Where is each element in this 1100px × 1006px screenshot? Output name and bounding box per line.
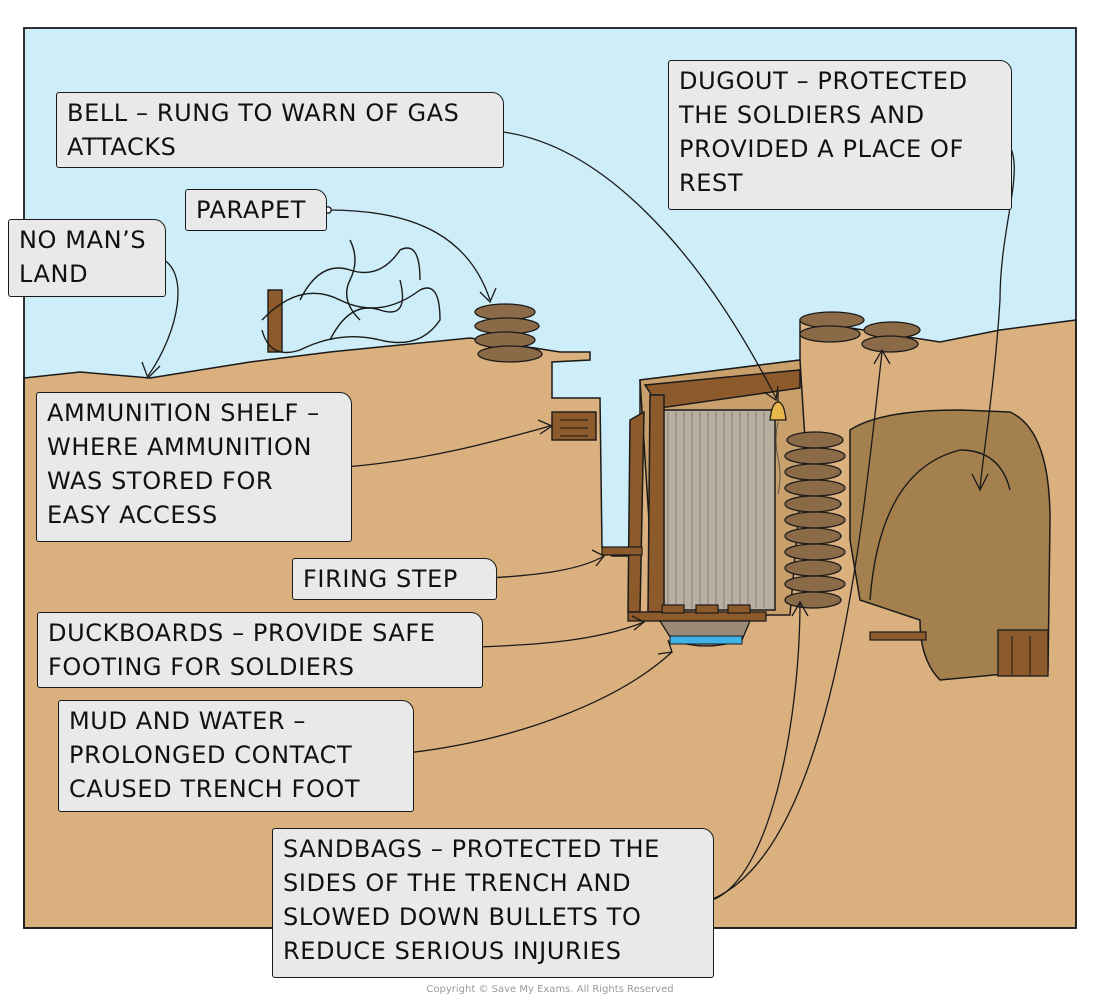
dugout [849, 409, 1051, 681]
ammunition-box [551, 411, 597, 441]
sandbag-wall [784, 431, 846, 609]
label-duckboards-text: DUCKBOARDS – PROVIDE SAFE FOOTING FOR SO… [48, 619, 436, 681]
label-bell: BELL – RUNG TO WARN OF GAS ATTACKS [56, 92, 504, 168]
label-firing-step-text: FIRING STEP [303, 565, 458, 593]
arrow-heads [141, 287, 989, 655]
bell-icon [769, 392, 787, 495]
label-firing-step: FIRING STEP [292, 558, 497, 600]
label-no-mans-land: NO MAN’S LAND [8, 219, 166, 297]
label-sandbags-text: SANDBAGS – PROTECTED THE SIDES OF THE TR… [283, 835, 660, 965]
label-mud-water-text: MUD AND WATER – PROLONGED CONTACT CAUSED… [69, 707, 361, 803]
label-bell-text: BELL – RUNG TO WARN OF GAS ATTACKS [67, 99, 460, 161]
firing-step [601, 546, 643, 556]
parapet-sandbags [474, 303, 543, 363]
label-sandbags: SANDBAGS – PROTECTED THE SIDES OF THE TR… [272, 828, 714, 978]
label-ammunition-shelf-text: AMMUNITION SHELF – WHERE AMMUNITION WAS … [47, 399, 320, 529]
copyright-text: Copyright © Save My Exams. All Rights Re… [426, 984, 674, 995]
label-no-mans-land-text: NO MAN’S LAND [19, 226, 147, 288]
label-parapet: PARAPET [185, 189, 327, 231]
label-dugout: DUGOUT – PROTECTED THE SOLDIERS AND PROV… [668, 60, 1012, 210]
water [669, 635, 743, 645]
label-parapet-text: PARAPET [196, 196, 306, 224]
label-mud-water: MUD AND WATER – PROLONGED CONTACT CAUSED… [58, 700, 414, 812]
label-dugout-text: DUGOUT – PROTECTED THE SOLDIERS AND PROV… [679, 67, 968, 197]
label-duckboards: DUCKBOARDS – PROVIDE SAFE FOOTING FOR SO… [37, 612, 483, 688]
leader-lines [147, 130, 1015, 903]
label-ammunition-shelf: AMMUNITION SHELF – WHERE AMMUNITION WAS … [36, 392, 352, 542]
barbed-wire [261, 239, 441, 354]
rear-sandbags [799, 311, 921, 353]
